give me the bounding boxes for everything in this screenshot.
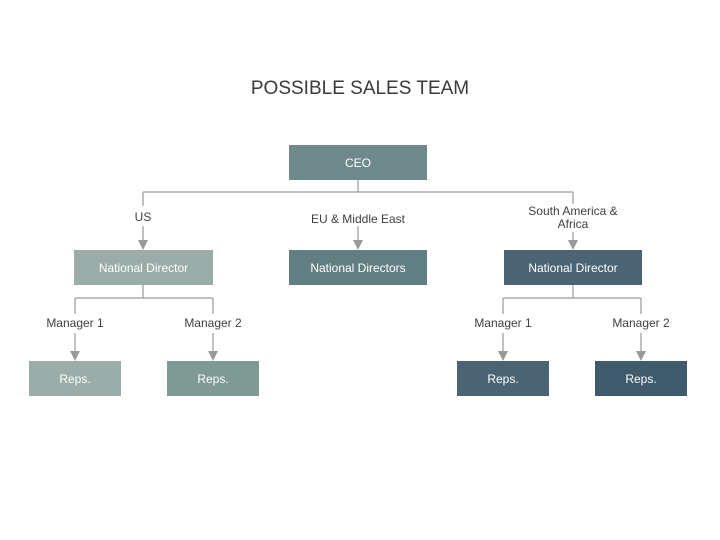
us-reps-1-box: Reps.	[29, 361, 121, 396]
sa-reps-1-box: Reps.	[457, 361, 549, 396]
region-us-label: US	[134, 209, 152, 224]
region-sa-label: South America & Africa	[528, 204, 618, 231]
sa-director-box: National Director	[504, 250, 642, 285]
us-reps-2-label: Reps.	[197, 371, 229, 386]
sa-manager-connector	[502, 285, 642, 314]
us-director-label: National Director	[98, 260, 189, 275]
sa-reps-2-box: Reps.	[595, 361, 687, 396]
us-reps-1-label: Reps.	[59, 371, 91, 386]
ceo-label: CEO	[344, 155, 371, 170]
us-manager-2-label: Manager 2	[184, 315, 242, 330]
us-manager-1-label: Manager 1	[46, 315, 104, 330]
sa-director-label: National Director	[528, 260, 618, 275]
ceo-connector	[142, 180, 574, 206]
ceo-box: CEO	[289, 145, 427, 180]
eu-director-box: National Directors	[289, 250, 427, 285]
sa-manager-1-label: Manager 1	[474, 315, 532, 330]
us-reps-2-box: Reps.	[167, 361, 259, 396]
us-director-box: National Director	[74, 250, 213, 285]
us-manager-connector	[74, 285, 214, 314]
region-eu-label: EU & Middle East	[310, 211, 406, 226]
sa-reps-2-label: Reps.	[625, 371, 657, 386]
sa-reps-1-label: Reps.	[487, 371, 519, 386]
sa-manager-2-label: Manager 2	[612, 315, 670, 330]
page-title: POSSIBLE SALES TEAM	[250, 78, 470, 99]
eu-director-label: National Directors	[310, 260, 406, 275]
